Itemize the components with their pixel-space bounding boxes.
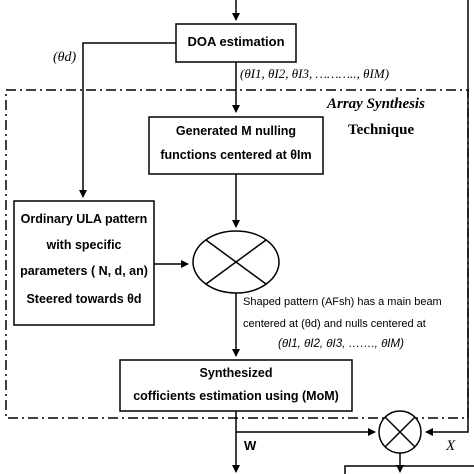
theta-d-arrow xyxy=(79,42,176,198)
shaped-line2: centered at (θd) and nulls centered at xyxy=(243,318,426,330)
synth-line2: cofficients estimation using (MoM) xyxy=(133,389,339,403)
ula-line3: parameters ( N, d, an) xyxy=(20,264,148,278)
nulling-line2: functions centered at θIm xyxy=(160,148,312,162)
bottom-right-box-edge xyxy=(344,465,474,474)
interferer-angles-label: (θI1, θI2, θI3, ……….., θIM) xyxy=(240,66,390,81)
x-input-arrow xyxy=(425,0,469,436)
shaped-line1: Shaped pattern (AFsh) has a main beam xyxy=(243,296,442,308)
ula-line2: with specific xyxy=(46,238,122,252)
ula-box xyxy=(13,200,155,326)
w-output-arrow xyxy=(235,411,376,436)
nulling-line1: Generated M nulling xyxy=(175,124,297,138)
ula-line4: Steered towards θd xyxy=(26,292,142,306)
w-label: W xyxy=(244,438,257,453)
synth-line1: Synthesized xyxy=(199,366,273,380)
synth-box xyxy=(119,359,353,412)
theta-d-label: (θd) xyxy=(53,50,77,65)
shaped-line3: (θI1, θI2, θI3, ……., θIM) xyxy=(278,338,404,350)
doa-label: DOA estimation xyxy=(187,34,285,49)
output-multiplier-cross-b xyxy=(384,416,416,448)
frame-title-line2: Technique xyxy=(348,122,415,138)
frame-title-line1: Array Synthesis xyxy=(327,96,425,112)
multiplier-cross-b xyxy=(205,239,267,285)
ula-line1: Ordinary ULA pattern xyxy=(20,212,148,226)
x-label: X xyxy=(446,438,456,454)
